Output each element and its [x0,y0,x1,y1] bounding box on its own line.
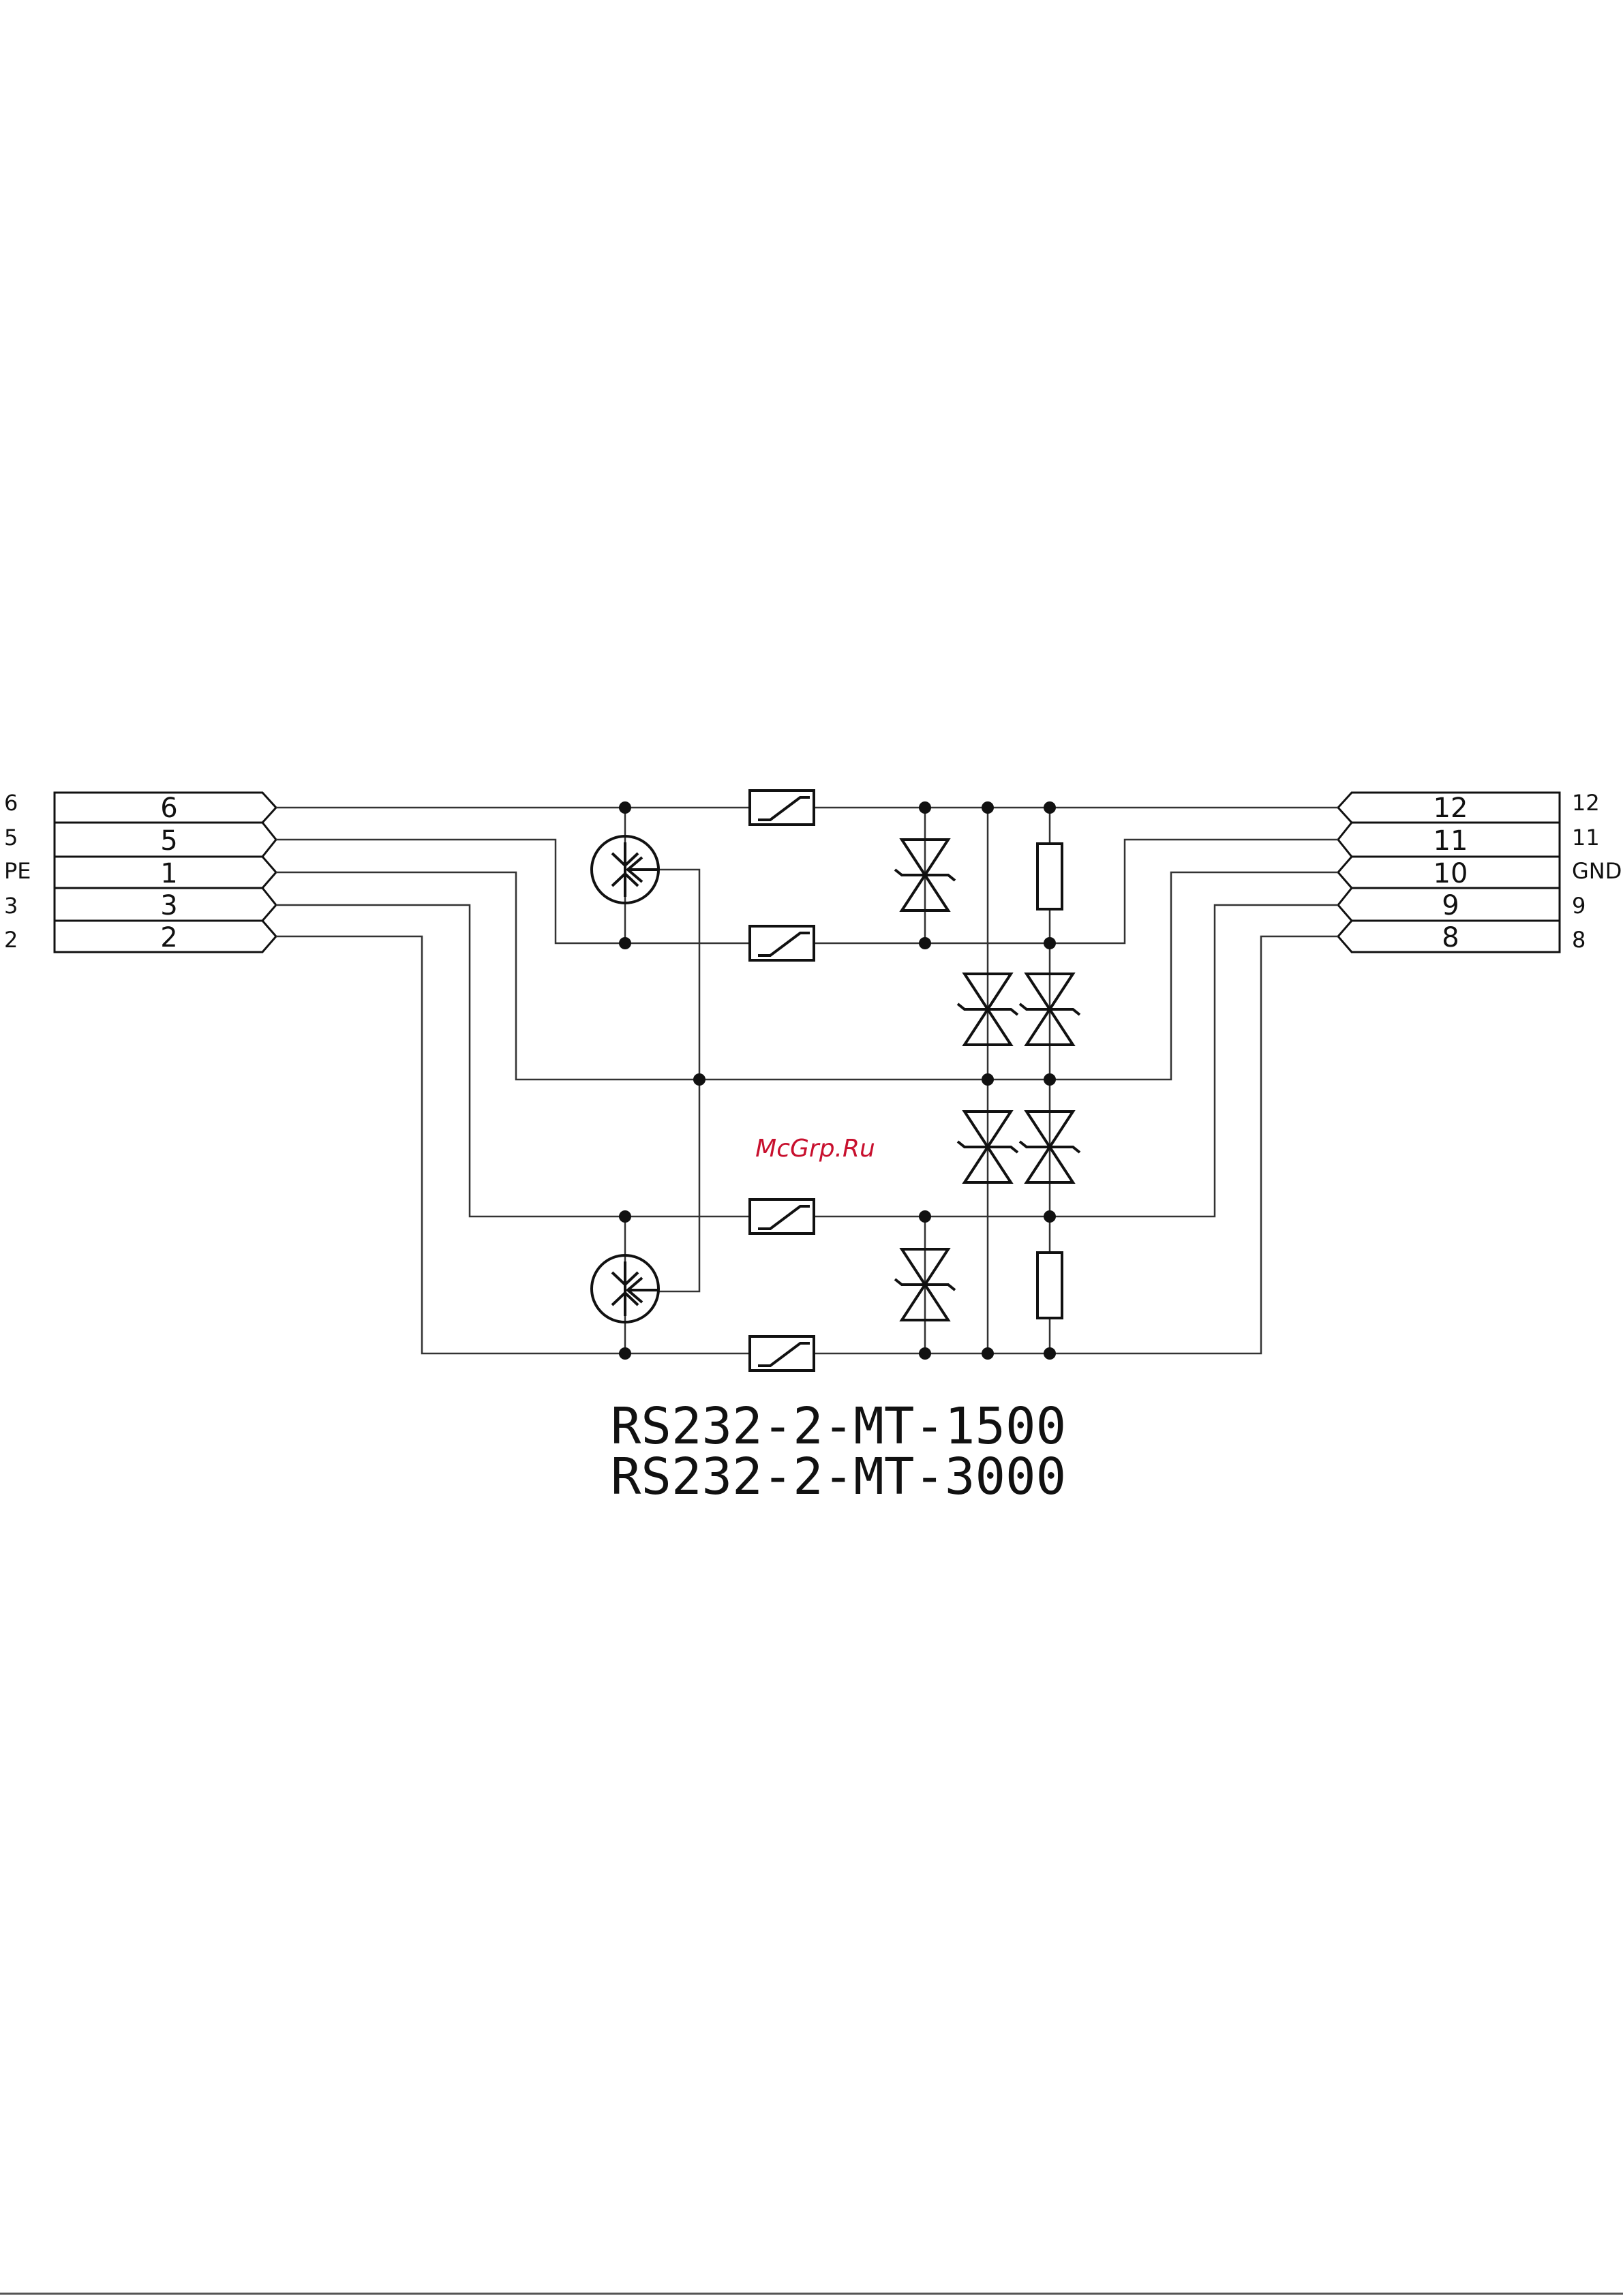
right-pin-inner-label: 9 [1442,890,1459,921]
diagram-title-line-2: RS232-2-MT-3000 [611,1448,1066,1506]
wiring [276,808,1338,1353]
right-pin-inner-label: 12 [1434,793,1468,824]
left-pin-outer-label: 2 [4,927,18,953]
right-pin-outer-label: 11 [1572,825,1600,851]
left-pin-inner-label: 3 [160,890,177,921]
left-pin-inner-label: 1 [160,858,177,889]
watermark: McGrp.Ru [755,1135,875,1163]
resistor-icon [1037,844,1062,909]
left-pin-inner-label: 6 [160,793,177,824]
right-pin-inner-label: 11 [1434,825,1468,857]
left-pin-outer-label: 5 [4,825,18,851]
right-pin-outer-label: 12 [1572,790,1600,816]
page-bottom-rule [0,2293,1623,2295]
right-connector: 12 11 10 9 8 12 11 GND 9 8 [1338,790,1622,953]
ptc-fuse-icon [750,791,814,825]
left-pin-inner-label: 2 [160,922,177,953]
left-pin-inner-label: 5 [160,825,177,857]
right-pin-inner-label: 10 [1434,858,1468,889]
ptc-fuse-icon [750,1199,814,1234]
resistor-icon [1037,1253,1062,1318]
ptc-fuse-icon [750,926,814,960]
gas-discharge-tube-icon [592,1255,658,1322]
left-connector: 6 5 1 3 2 6 5 PE 3 2 [4,790,276,953]
right-pin-outer-label: 8 [1572,927,1586,953]
left-pin-outer-label: 6 [4,790,18,816]
right-pin-inner-label: 8 [1442,922,1459,953]
junction-dots [619,801,1056,1360]
gas-discharge-tube-icon [592,836,658,903]
left-pin-outer-label: 3 [4,893,18,919]
left-pin-outer-label: PE [4,858,31,884]
ptc-fuse-icon [750,1336,814,1371]
right-pin-outer-label: GND [1572,858,1622,884]
right-pin-outer-label: 9 [1572,893,1586,919]
